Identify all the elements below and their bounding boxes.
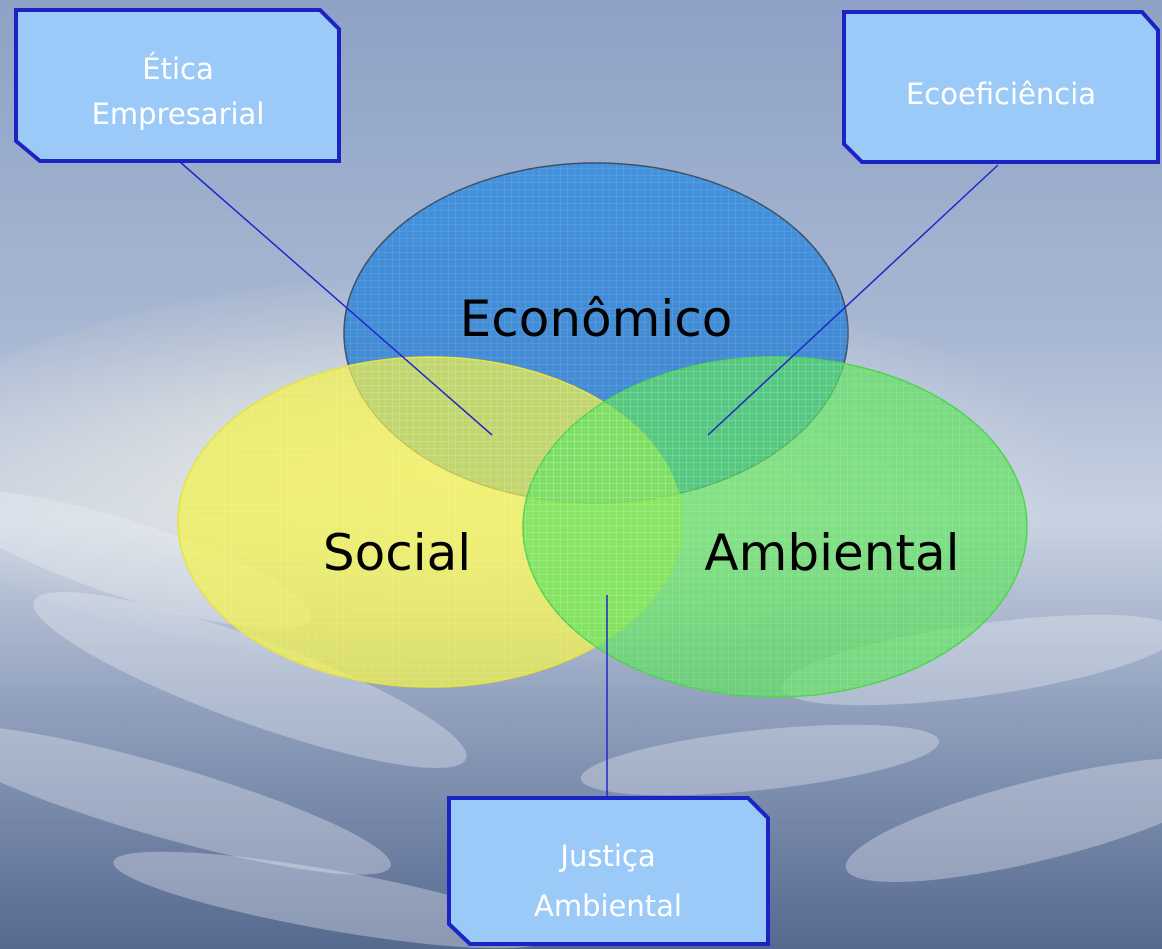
- economic-label: Econômico: [460, 290, 733, 348]
- social-label: Social: [323, 524, 471, 582]
- justice-callout-box: [447, 796, 770, 946]
- eco-efficiency-callout-box: [842, 10, 1160, 164]
- ethics-connector-line: [179, 161, 493, 436]
- environmental-label: Ambiental: [704, 524, 959, 582]
- ethics-callout-line1: Ética: [142, 52, 213, 86]
- ethics-callout-box: [14, 8, 341, 163]
- eco-efficiency-callout: Ecoeficiência: [842, 10, 1160, 164]
- environmental-circle-texture: [523, 357, 1027, 697]
- justice-callout-line1: Justiça: [558, 839, 655, 873]
- eco-efficiency-callout-line1: Ecoeficiência: [906, 77, 1096, 111]
- ethics-callout: Ética Empresarial: [14, 8, 341, 163]
- justice-callout-line2: Ambiental: [534, 889, 682, 923]
- ethics-callout-line2: Empresarial: [92, 97, 265, 131]
- eco-efficiency-connector-line: [707, 164, 999, 436]
- environmental-justice-callout: Justiça Ambiental: [447, 796, 770, 946]
